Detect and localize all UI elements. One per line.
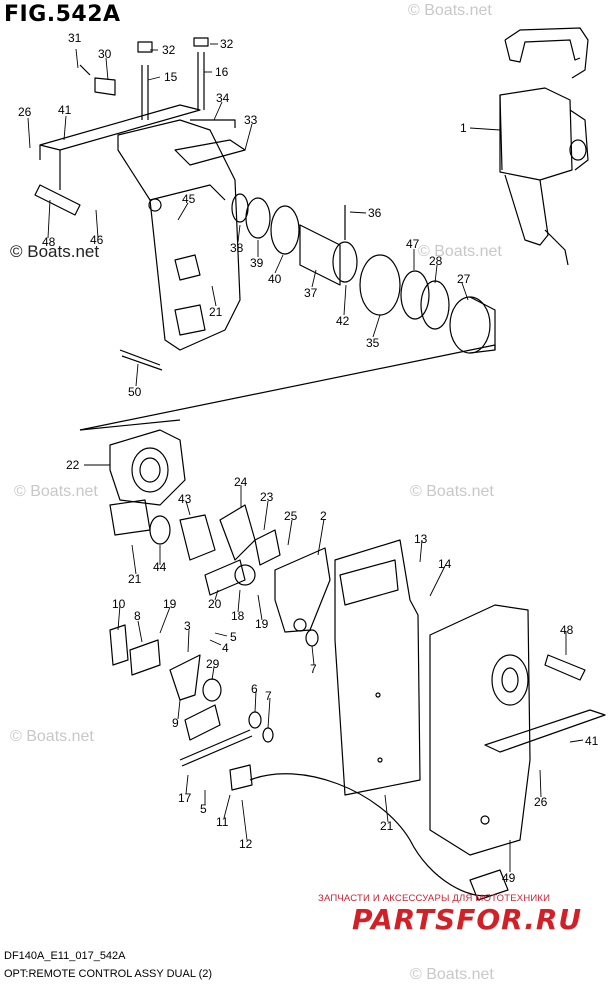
callout-11: 11: [216, 815, 229, 829]
callout-34: 34: [216, 91, 230, 105]
callout-18: 18: [231, 609, 245, 623]
callout-4: 4: [222, 641, 229, 655]
callout-13: 13: [414, 532, 428, 546]
figure-caption: OPT:REMOTE CONTROL ASSY DUAL (2): [4, 968, 213, 980]
callout-36: 36: [368, 206, 382, 220]
callout-50: 50: [128, 385, 142, 399]
callout-3: 3: [184, 619, 191, 633]
callout-28: 28: [429, 254, 443, 268]
cam-parts: [179, 504, 281, 596]
callout-47: 47: [406, 237, 420, 251]
callout-48-b: 48: [560, 623, 574, 637]
callout-7-a: 7: [310, 662, 317, 676]
callout-21-c: 21: [380, 819, 394, 833]
callout-26-b: 26: [534, 795, 548, 809]
callout-33: 33: [244, 113, 258, 127]
watermark-bottom-right: © Boats.net: [410, 966, 494, 983]
callout-45: 45: [182, 192, 196, 206]
callout-32-b: 32: [220, 37, 234, 51]
remote-control-housing: [499, 27, 589, 266]
callout-38: 38: [230, 241, 244, 255]
lever-arm-lower: [274, 547, 331, 647]
callout-15: 15: [164, 70, 178, 84]
watermark-top-right: © Boats.net: [408, 2, 492, 19]
callout-labels: 31 30 32 15 32 16 26 41 34 33 1 45 36 48…: [18, 31, 599, 885]
callout-39: 39: [250, 256, 264, 270]
drawing-lines: [27, 27, 606, 901]
callout-30: 30: [98, 47, 112, 61]
callout-8: 8: [134, 609, 141, 623]
callout-32-a: 32: [162, 43, 176, 57]
watermark-mid-right: © Boats.net: [410, 483, 494, 500]
callout-10: 10: [112, 597, 126, 611]
callout-7-b: 7: [265, 689, 272, 703]
callout-22: 22: [66, 458, 80, 472]
bolts-upper: [79, 37, 209, 371]
bracket-upper: [34, 104, 201, 216]
callout-12: 12: [239, 837, 253, 851]
callout-14: 14: [438, 557, 452, 571]
callout-1: 1: [460, 121, 467, 135]
callout-31: 31: [68, 31, 82, 45]
callout-24: 24: [234, 475, 248, 489]
gear-housing: [109, 429, 186, 545]
callout-9: 9: [172, 716, 179, 730]
reference-line: [79, 344, 496, 431]
bracket-lower: [484, 654, 606, 753]
callout-41-b: 41: [585, 734, 599, 748]
callout-26-a: 26: [18, 105, 32, 119]
callout-25: 25: [284, 509, 298, 523]
callout-5-b: 5: [200, 802, 207, 816]
callout-27: 27: [457, 272, 471, 286]
brand-tagline: ЗАПЧАСТИ И АКСЕССУАРЫ ДЛЯ МОТОТЕХНИКИ: [318, 893, 551, 904]
callout-20: 20: [208, 597, 222, 611]
callout-6: 6: [251, 682, 258, 696]
lever-frame-upper: [117, 119, 246, 351]
leader-lines: [27, 43, 584, 872]
watermark-mid-left: © Boats.net: [14, 483, 98, 500]
callout-46: 46: [90, 233, 104, 247]
figure-code: DF140A_E11_017_542A: [4, 950, 126, 962]
callout-48-a: 48: [42, 235, 56, 249]
callout-2: 2: [320, 509, 327, 523]
callout-23: 23: [260, 490, 274, 504]
callout-21-a: 21: [209, 305, 223, 319]
callout-37: 37: [304, 286, 318, 300]
callout-42: 42: [336, 314, 350, 328]
side-plate: [334, 539, 421, 796]
callout-49: 49: [502, 871, 516, 885]
callout-43: 43: [178, 492, 192, 506]
small-parts-lower: [109, 624, 509, 901]
callout-29: 29: [206, 657, 220, 671]
brand-logo: PARTSFOR.RU: [352, 903, 583, 936]
callout-41-a: 41: [58, 103, 72, 117]
reference-line-2: [79, 419, 181, 431]
callout-16: 16: [215, 65, 229, 79]
watermark-lower-left: © Boats.net: [10, 728, 94, 745]
callout-21-b: 21: [128, 572, 142, 586]
callout-19-a: 19: [255, 617, 269, 631]
callout-40: 40: [268, 272, 282, 286]
callout-44: 44: [153, 560, 167, 574]
callout-35: 35: [366, 336, 380, 350]
watermark-right: © Boats.net: [418, 243, 502, 260]
callout-19-b: 19: [163, 597, 177, 611]
callout-17: 17: [178, 791, 192, 805]
callout-5-a: 5: [230, 630, 237, 644]
watermark-main: © Boats.net: [10, 242, 100, 261]
lower-housing: [429, 604, 531, 856]
figure-title: FIG.542A: [4, 2, 121, 27]
